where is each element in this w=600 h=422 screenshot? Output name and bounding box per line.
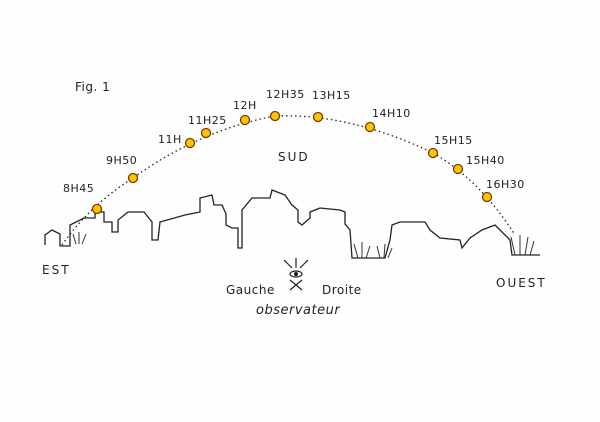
sun-marker xyxy=(269,110,281,122)
time-label: 16H30 xyxy=(486,178,525,191)
observer-eye-icon xyxy=(283,258,309,291)
grass-tufts xyxy=(72,232,535,259)
time-label: 15H40 xyxy=(466,154,505,167)
sun-marker xyxy=(184,137,196,149)
time-label: 15H15 xyxy=(434,134,473,147)
time-label: 11H25 xyxy=(188,114,227,127)
sun-marker xyxy=(127,172,139,184)
south-label: SUD xyxy=(278,150,310,164)
sun-marker xyxy=(364,121,376,133)
sun-marker xyxy=(200,127,212,139)
time-label: 12H xyxy=(233,99,257,112)
time-label: 9H50 xyxy=(106,154,138,167)
sun-marker xyxy=(427,147,439,159)
sun-positions xyxy=(91,110,493,215)
time-label: 12H35 xyxy=(266,88,305,101)
sun-marker xyxy=(312,111,324,123)
observer-label: observateur xyxy=(256,303,341,318)
left-label: Gauche xyxy=(226,283,275,297)
sun-marker xyxy=(481,191,493,203)
skyline xyxy=(44,189,540,259)
west-label: OUEST xyxy=(496,276,547,290)
time-label: 8H45 xyxy=(63,182,95,195)
sun-marker xyxy=(452,163,464,175)
east-label: EST xyxy=(42,263,71,277)
time-label: 11H xyxy=(158,133,182,146)
sun-marker xyxy=(239,114,251,126)
time-label: 13H15 xyxy=(312,89,351,102)
sun-marker xyxy=(91,203,103,215)
figure-label: Fig. 1 xyxy=(75,80,111,94)
right-label: Droite xyxy=(322,283,362,297)
time-label: 14H10 xyxy=(372,107,411,120)
